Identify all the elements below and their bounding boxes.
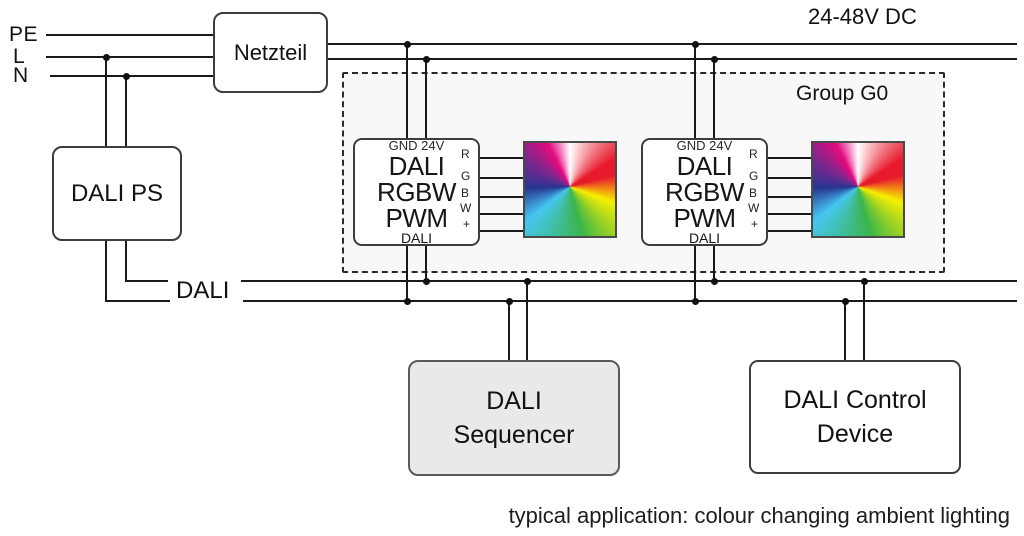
junction-dot	[506, 298, 513, 305]
ctrl2-pin-b-wire	[768, 196, 811, 198]
control-device-label-line1: DALI Control	[783, 386, 927, 414]
ctrl1-gnd24v-label: GND 24V	[388, 138, 445, 153]
dali-sequencer-box: DALI Sequencer	[408, 360, 620, 476]
ctrl1-pin-g-label: G	[461, 169, 471, 183]
ctrl2-pin-w-wire	[768, 213, 811, 215]
junction-dot	[404, 298, 411, 305]
ctrl2-pin-plus-wire	[768, 230, 811, 232]
ctrl1-gnd-wire	[406, 44, 408, 139]
ctrl2-dali-wire-2	[713, 245, 715, 282]
pe-label: PE	[9, 23, 39, 46]
junction-dot	[123, 73, 130, 80]
ctrl2-pin-b-label: B	[749, 186, 758, 200]
dali-ps-box: DALI PS	[52, 146, 182, 241]
ctrl2-pin-r-wire	[768, 157, 811, 159]
ctrl1-pin-b-wire	[480, 196, 523, 198]
n-label: N	[13, 64, 29, 87]
sequencer-label-line2: Sequencer	[453, 421, 575, 449]
ctrl1-dali-bottom-label: DALI	[400, 230, 433, 246]
junction-dot	[423, 56, 430, 63]
ctrl1-pin-r-label: R	[461, 147, 470, 161]
ctrl2-pin-g-label: G	[749, 169, 759, 183]
netzteil-label: Netzteil	[233, 39, 308, 65]
ctrl2-pwm-label: PWM	[673, 203, 736, 233]
dali-bus-upper-wire	[241, 280, 1017, 282]
daliPS-bus-wire-2	[125, 241, 127, 282]
ctrl1-pin-g-wire	[480, 177, 523, 179]
dali-bus-lower-wire	[243, 300, 1017, 302]
dali-bus-upper-stub	[127, 280, 168, 282]
ctrl1-dali-label: DALI	[388, 151, 445, 181]
control-device-dali-wire-1	[844, 301, 846, 361]
ctrl1-dali-wire-1	[406, 245, 408, 302]
junction-dot	[103, 54, 110, 61]
junction-dot	[692, 41, 699, 48]
ctrl2-pin-r-label: R	[749, 147, 758, 161]
ctrl1-pin-plus-label: +	[463, 217, 471, 231]
n-wire	[50, 75, 213, 77]
ctrl2-dali-wire-1	[694, 245, 696, 302]
ctrl2-rgbw-label: RGBW	[665, 177, 744, 207]
control-device-dali-wire-2	[863, 281, 865, 361]
junction-dot	[524, 278, 531, 285]
junction-dot	[692, 298, 699, 305]
ctrl1-pwm-label: PWM	[385, 203, 448, 233]
rgbw-controller-1: GND 24V DALI RGBW PWM DALI	[353, 138, 480, 246]
ctrl2-dali-label: DALI	[676, 151, 733, 181]
sequencer-dali-wire-2	[526, 281, 528, 361]
junction-dot	[861, 278, 868, 285]
l-wire	[46, 56, 213, 58]
dali-ps-label: DALI PS	[70, 179, 164, 207]
color-wheel	[523, 141, 617, 238]
junction-dot	[711, 56, 718, 63]
l-drop-wire	[105, 57, 107, 146]
ctrl2-24v-wire	[713, 59, 715, 139]
color-wheel	[811, 141, 905, 238]
junction-dot	[404, 41, 411, 48]
ctrl2-dali-bottom-label: DALI	[688, 230, 721, 246]
ctrl2-pin-w-label: W	[748, 201, 760, 215]
rgbw-controller-2: GND 24V DALI RGBW PWM DALI	[641, 138, 768, 246]
group-g0-label: Group G0	[796, 82, 889, 105]
dali-bus-lower-stub	[106, 300, 170, 302]
dc-minus-wire	[328, 58, 1017, 60]
junction-dot	[423, 278, 430, 285]
ctrl1-pin-w-label: W	[460, 201, 472, 215]
pe-wire	[46, 34, 213, 36]
caption: typical application: colour changing amb…	[508, 503, 1010, 528]
ctrl1-rgbw-label: RGBW	[377, 177, 456, 207]
sequencer-label-line1: DALI	[486, 387, 542, 415]
l-label: L	[13, 45, 25, 68]
ctrl2-pin-plus-label: +	[751, 217, 759, 231]
ctrl1-pin-b-label: B	[461, 186, 470, 200]
ctrl1-pin-plus-wire	[480, 230, 523, 232]
control-device-label-line2: Device	[816, 420, 894, 448]
sequencer-dali-wire-1	[508, 301, 510, 361]
ctrl1-24v-wire	[425, 59, 427, 139]
ctrl1-dali-wire-2	[425, 245, 427, 282]
ctrl1-pin-w-wire	[480, 213, 523, 215]
junction-dot	[842, 298, 849, 305]
ctrl2-gnd-wire	[694, 44, 696, 139]
junction-dot	[711, 278, 718, 285]
dali-bus-label: DALI	[176, 277, 230, 304]
ctrl2-pin-g-wire	[768, 177, 811, 179]
ctrl1-pin-r-wire	[480, 157, 523, 159]
daliPS-bus-wire-1	[105, 241, 107, 302]
ctrl2-gnd24v-label: GND 24V	[676, 138, 733, 153]
n-drop-wire	[125, 76, 127, 146]
netzteil-box: Netzteil	[213, 12, 328, 93]
dc-voltage-label: 24-48V DC	[808, 4, 917, 29]
dc-plus-wire	[328, 43, 1017, 45]
dali-control-device-box: DALI Control Device	[749, 360, 961, 474]
